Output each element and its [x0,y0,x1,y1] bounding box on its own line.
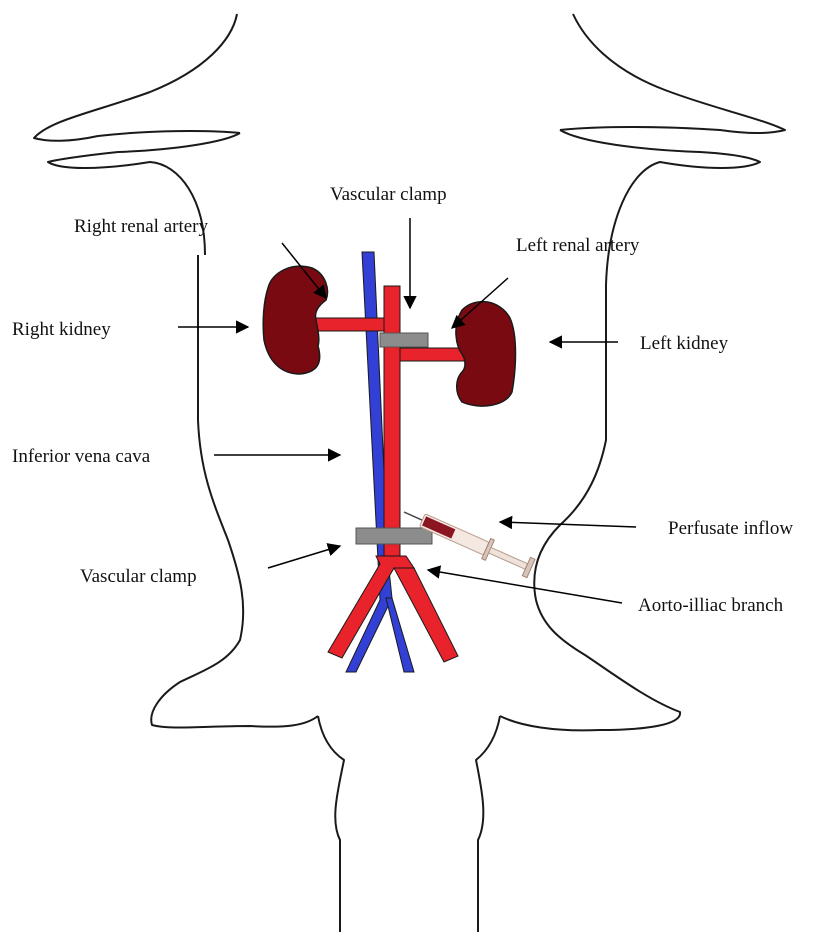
label-vascular-clamp-bottom: Vascular clamp [80,567,197,586]
left-hindquarter-outline [318,716,344,932]
label-right-kidney: Right kidney [12,320,111,339]
vascular-clamp-top-shape [380,333,428,347]
right-forelimb-outline [560,14,785,133]
label-left-renal-artery: Left renal artery [516,236,639,255]
right-hindquarter-outline [476,716,500,932]
leader-arrows [178,218,636,603]
body-outline [34,14,785,932]
arrow-perfusate-inflow [500,522,636,527]
right-forelimb-underside [560,130,760,285]
arrow-vascular-clamp-bottom [268,546,340,568]
label-left-kidney: Left kidney [640,334,728,353]
label-inferior-vena-cava: Inferior vena cava [12,447,150,466]
left-forelimb-outline [34,14,240,141]
label-vascular-clamp-top: Vascular clamp [330,185,447,204]
vascular-clamp-bottom-shape [356,528,432,544]
label-right-renal-artery: Right renal artery [74,217,208,236]
label-aorto-illiac-branch: Aorto-illiac branch [638,596,783,615]
label-perfusate-inflow: Perfusate inflow [668,519,793,538]
